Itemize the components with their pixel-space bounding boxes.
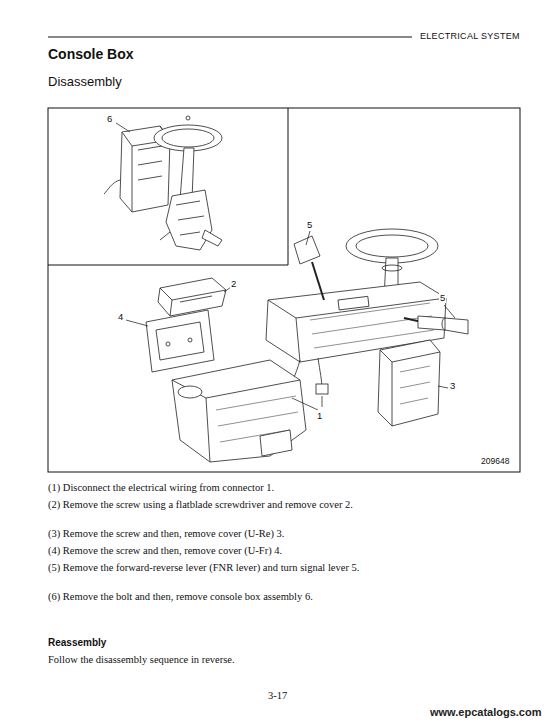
page-title: Console Box [48, 46, 134, 62]
section-header: ELECTRICAL SYSTEM [420, 31, 520, 41]
procedure-step: (3) Remove the screw and then, remove co… [48, 528, 371, 540]
inset-frame [48, 108, 288, 265]
figure-frame [48, 108, 520, 472]
procedure-step: (5) Remove the forward-reverse lever (FN… [48, 562, 371, 574]
callout-number: 5 [439, 292, 446, 303]
inset-console-assembly [104, 116, 222, 250]
main-console-assembly [146, 229, 468, 462]
procedure-step: (2) Remove the screw using a flatblade s… [48, 499, 371, 511]
section-heading: Disassembly [48, 74, 122, 89]
callout-number: 1 [316, 410, 323, 421]
procedure-step: (4) Remove the screw and then, remove co… [48, 545, 371, 557]
callout-number: 5 [306, 219, 313, 230]
page-number: 3-17 [268, 690, 287, 701]
callout-number: 2 [230, 278, 237, 289]
watermark: www.epcatalogs.com [430, 706, 541, 718]
leader-lines [116, 123, 455, 410]
callout-number: 4 [117, 311, 124, 322]
procedure-step: (1) Disconnect the electrical wiring fro… [48, 482, 371, 494]
section-heading: Reassembly [48, 637, 106, 648]
procedure-step: (6) Remove the bolt and then, remove con… [48, 591, 371, 603]
header-rule [48, 36, 412, 37]
callout-number: 3 [449, 380, 456, 391]
body-text: Follow the disassembly sequence in rever… [48, 654, 235, 665]
callout-number: 6 [106, 113, 113, 124]
figure-number: 209648 [481, 456, 509, 466]
